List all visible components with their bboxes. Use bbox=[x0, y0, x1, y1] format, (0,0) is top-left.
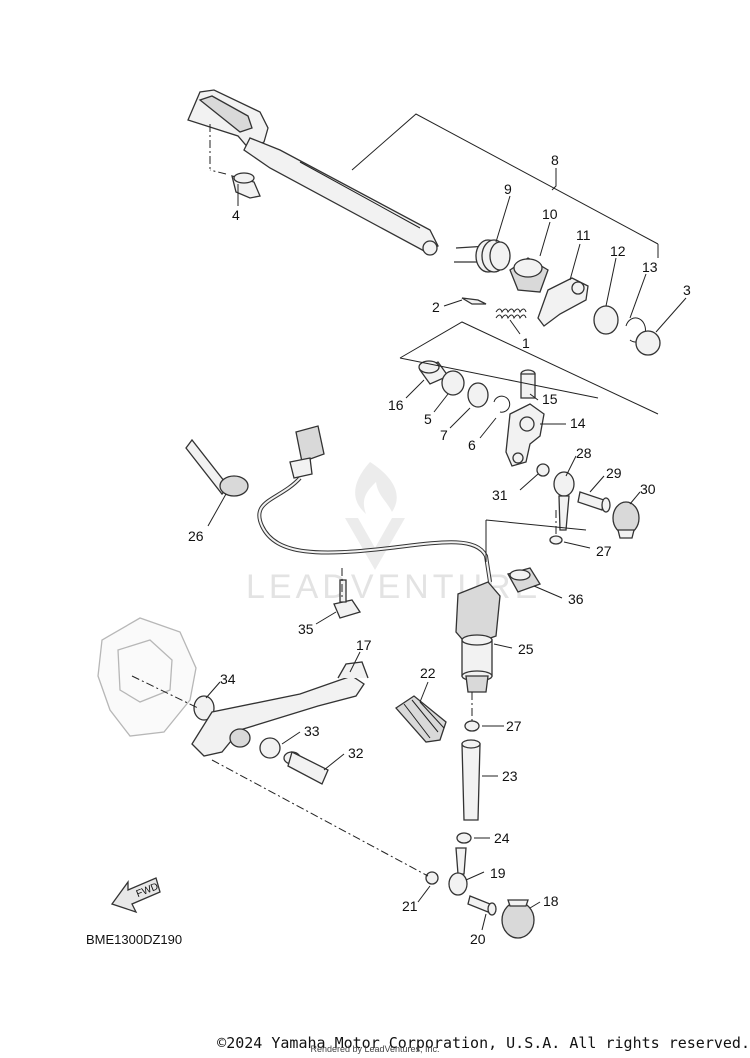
part-2-bolt bbox=[461, 297, 487, 305]
sensor-cable bbox=[257, 425, 492, 583]
callout-25: 25 bbox=[518, 641, 534, 657]
callout-28: 28 bbox=[576, 445, 592, 461]
part-19-rod-end bbox=[448, 847, 468, 896]
callout-7: 7 bbox=[440, 427, 448, 443]
callout-19: 19 bbox=[490, 865, 506, 881]
callout-15: 15 bbox=[542, 391, 558, 407]
callout-35: 35 bbox=[298, 621, 314, 637]
bracket-lines bbox=[351, 113, 659, 562]
part-27-nut-lower bbox=[464, 720, 480, 732]
callout-11: 11 bbox=[576, 227, 591, 243]
callout-1: 1 bbox=[522, 335, 530, 351]
part-10-collar bbox=[509, 257, 549, 293]
callout-27-upper: 27 bbox=[596, 543, 612, 559]
part-26-bracket bbox=[185, 438, 249, 497]
part-34-washer bbox=[193, 695, 215, 721]
callout-30: 30 bbox=[640, 481, 656, 497]
part-17-shift-pedal bbox=[191, 661, 369, 757]
part-3-circlip bbox=[635, 330, 661, 356]
callout-20: 20 bbox=[470, 931, 486, 947]
part-7-washer bbox=[467, 382, 489, 408]
callout-32: 32 bbox=[348, 745, 364, 761]
part-36-clamp bbox=[507, 567, 541, 593]
part-24-nut bbox=[456, 832, 472, 844]
part-28-rod-end bbox=[553, 471, 575, 531]
callout-17: 17 bbox=[356, 637, 372, 653]
callout-5: 5 bbox=[424, 411, 432, 427]
part-31-nut bbox=[536, 463, 550, 477]
part-5-seal bbox=[441, 370, 465, 396]
callout-27-lower: 27 bbox=[506, 718, 522, 734]
leader-lines bbox=[205, 168, 687, 931]
callout-26: 26 bbox=[188, 528, 204, 544]
copyright-notice: ©2024 Yamaha Motor Corporation, U.S.A. A… bbox=[217, 1034, 750, 1052]
callout-24: 24 bbox=[494, 830, 510, 846]
part-11-lever bbox=[537, 277, 589, 327]
part-6-clip bbox=[493, 395, 511, 413]
callout-numbers: 8 9 10 11 12 13 3 4 2 1 16 5 7 6 15 14 2… bbox=[188, 152, 691, 947]
callout-14: 14 bbox=[570, 415, 586, 431]
part-12-washer bbox=[593, 305, 619, 335]
part-21-washer bbox=[425, 871, 439, 885]
part-23-sleeve bbox=[461, 739, 481, 821]
part-30-cap bbox=[612, 501, 640, 539]
callout-36: 36 bbox=[568, 591, 584, 607]
callout-29: 29 bbox=[606, 465, 622, 481]
part-14-arm bbox=[505, 403, 545, 467]
part-1-spring bbox=[495, 308, 527, 320]
part-9-spring bbox=[454, 239, 511, 273]
part-25-sensor bbox=[455, 581, 501, 693]
callout-33: 33 bbox=[304, 723, 320, 739]
part-15-bolt bbox=[520, 369, 536, 399]
callout-21: 21 bbox=[402, 898, 418, 914]
part-32-bolt bbox=[283, 751, 329, 785]
part-18-cap bbox=[501, 899, 535, 939]
diagram-code: BME1300DZ190 bbox=[86, 932, 182, 947]
rendered-by-notice: Rendered by LeadVentures, Inc. bbox=[310, 1044, 440, 1054]
callout-9: 9 bbox=[504, 181, 512, 197]
part-33-o-ring bbox=[259, 737, 281, 759]
callout-34: 34 bbox=[220, 671, 236, 687]
callout-6: 6 bbox=[468, 437, 476, 453]
callout-22: 22 bbox=[420, 665, 436, 681]
callout-13: 13 bbox=[642, 259, 658, 275]
part-22-rubber bbox=[395, 695, 447, 743]
watermark: LEADVENTURE bbox=[246, 462, 537, 606]
part-27-nut-upper bbox=[549, 535, 563, 545]
part-29-bolt bbox=[577, 491, 611, 513]
callout-23: 23 bbox=[502, 768, 518, 784]
engine-case-ghost bbox=[97, 617, 197, 737]
part-16-collar bbox=[418, 360, 449, 385]
callout-16: 16 bbox=[388, 397, 404, 413]
alignment-lines bbox=[131, 124, 557, 877]
callout-18: 18 bbox=[543, 893, 559, 909]
part-4-pin bbox=[231, 172, 261, 199]
fwd-arrow-icon: FWD bbox=[110, 877, 161, 914]
callout-3: 3 bbox=[683, 282, 691, 298]
callout-10: 10 bbox=[542, 206, 558, 222]
part-20-bolt bbox=[467, 895, 497, 916]
callout-2: 2 bbox=[432, 299, 440, 315]
callout-31: 31 bbox=[492, 487, 508, 503]
shift-shaft bbox=[187, 89, 439, 256]
callout-8: 8 bbox=[551, 152, 559, 168]
callout-4: 4 bbox=[232, 207, 240, 223]
callout-12: 12 bbox=[610, 243, 626, 259]
